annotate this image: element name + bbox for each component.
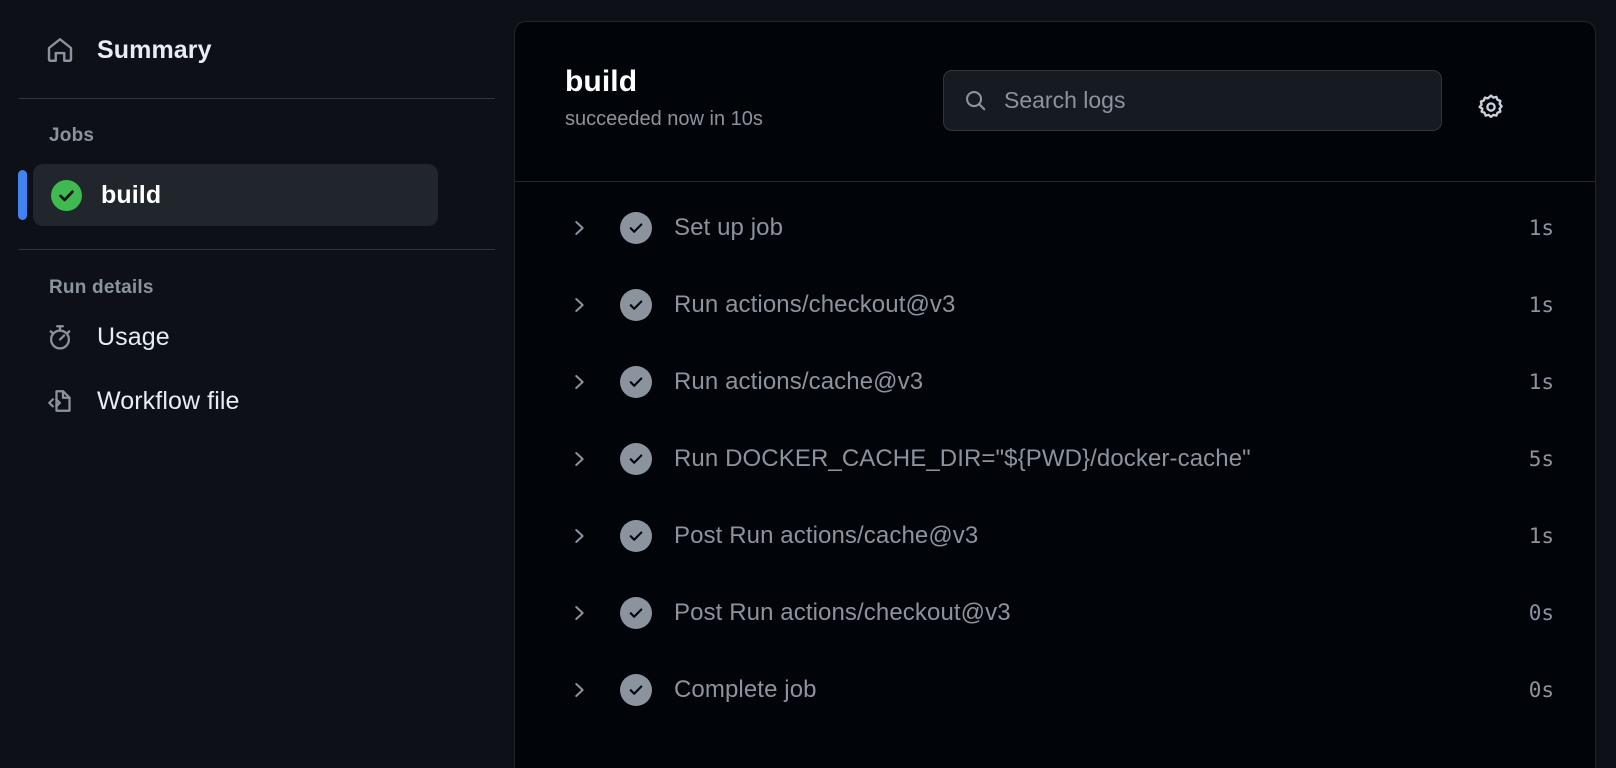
chevron-right-icon[interactable] xyxy=(567,601,591,625)
step-duration-label: 1s xyxy=(1528,523,1554,548)
search-input[interactable] xyxy=(1004,87,1414,114)
run-sidebar: Summary Jobs build Run detail xyxy=(0,0,514,768)
step-name-label: Post Run actions/cache@v3 xyxy=(674,521,979,549)
step-name-label: Post Run actions/checkout@v3 xyxy=(674,598,1011,626)
check-circle-icon xyxy=(620,211,652,244)
job-log-panel: build succeeded now in 10s xyxy=(514,21,1596,768)
step-duration-label: 5s xyxy=(1528,446,1554,471)
check-circle-icon xyxy=(620,365,652,398)
jobs-section: Jobs build xyxy=(0,99,514,226)
search-logs-box[interactable] xyxy=(943,70,1442,131)
search-icon xyxy=(963,88,988,113)
step-duration-label: 0s xyxy=(1528,600,1554,625)
check-circle-icon xyxy=(620,519,652,552)
job-name-label: build xyxy=(101,180,162,209)
step-duration-label: 0s xyxy=(1528,677,1554,702)
chevron-right-icon[interactable] xyxy=(567,370,591,394)
sidebar-divider-top xyxy=(19,98,495,99)
run-details-section: Run details Usage xyxy=(0,250,514,427)
sidebar-item-summary[interactable]: Summary xyxy=(0,24,514,76)
active-job-indicator xyxy=(18,170,27,220)
step-name-label: Set up job xyxy=(674,213,784,241)
home-icon xyxy=(45,35,75,65)
step-duration-label: 1s xyxy=(1528,215,1554,240)
page-title: build xyxy=(565,65,638,98)
step-row[interactable]: Run actions/checkout@v3 1s xyxy=(515,266,1595,343)
job-log-header: build succeeded now in 10s xyxy=(515,22,1595,182)
run-details-heading: Run details xyxy=(49,277,154,298)
code-file-icon xyxy=(45,386,75,416)
chevron-right-icon[interactable] xyxy=(567,447,591,471)
check-circle-icon xyxy=(51,179,82,211)
sidebar-item-workflow-file-label: Workflow file xyxy=(97,386,240,415)
check-circle-icon xyxy=(620,288,652,321)
step-row[interactable]: Run DOCKER_CACHE_DIR="${PWD}/docker-cach… xyxy=(515,420,1595,497)
chevron-right-icon[interactable] xyxy=(567,524,591,548)
sidebar-item-usage[interactable]: Usage xyxy=(0,311,514,363)
chevron-right-icon[interactable] xyxy=(567,678,591,702)
step-name-label: Run actions/checkout@v3 xyxy=(674,290,956,318)
step-duration-label: 1s xyxy=(1528,292,1554,317)
step-list: Set up job 1s Run actions/checkout@v3 1s xyxy=(515,182,1595,728)
check-circle-icon xyxy=(620,673,652,706)
step-row[interactable]: Post Run actions/cache@v3 1s xyxy=(515,497,1595,574)
step-duration-label: 1s xyxy=(1528,369,1554,394)
job-header-titles: build succeeded now in 10s xyxy=(565,65,763,131)
sidebar-item-job-build[interactable]: build xyxy=(33,164,438,226)
step-name-label: Run DOCKER_CACHE_DIR="${PWD}/docker-cach… xyxy=(674,444,1251,472)
step-row[interactable]: Complete job 0s xyxy=(515,651,1595,728)
step-name-label: Complete job xyxy=(674,675,817,703)
step-row[interactable]: Set up job 1s xyxy=(515,189,1595,266)
sidebar-item-usage-label: Usage xyxy=(97,322,170,351)
sidebar-divider-bottom xyxy=(19,249,495,250)
check-circle-icon xyxy=(620,442,652,475)
stopwatch-icon xyxy=(45,322,75,352)
chevron-right-icon[interactable] xyxy=(567,293,591,317)
sidebar-item-summary-label: Summary xyxy=(97,35,212,64)
job-status-summary: succeeded now in 10s xyxy=(565,107,763,130)
step-name-label: Run actions/cache@v3 xyxy=(674,367,924,395)
jobs-heading: Jobs xyxy=(49,125,95,146)
chevron-right-icon[interactable] xyxy=(567,216,591,240)
job-list-item-wrap: build xyxy=(0,164,514,226)
step-row[interactable]: Run actions/cache@v3 1s xyxy=(515,343,1595,420)
step-row[interactable]: Post Run actions/checkout@v3 0s xyxy=(515,574,1595,651)
sidebar-item-workflow-file[interactable]: Workflow file xyxy=(0,375,514,427)
check-circle-icon xyxy=(620,596,652,629)
gear-icon[interactable] xyxy=(1470,86,1512,128)
